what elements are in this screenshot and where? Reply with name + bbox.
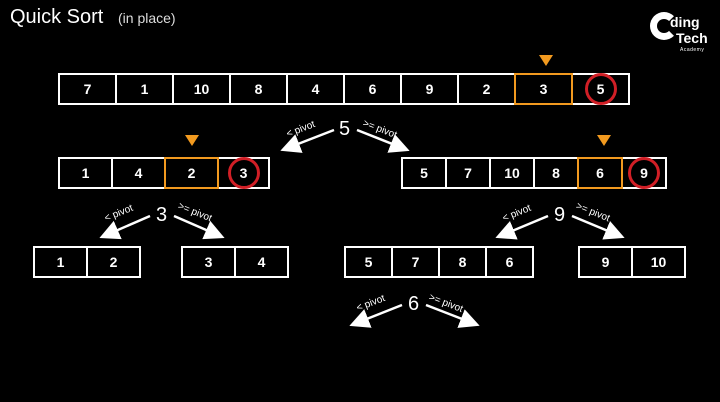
array-cell: 8 (438, 246, 487, 278)
left1-right-arrow (173, 214, 225, 240)
array-cell: 3 (181, 246, 236, 278)
partition-cell: 9 (621, 157, 667, 189)
left1-left-arrow (99, 214, 151, 240)
split-value-root: 5 (339, 118, 351, 140)
partition-value: 5 (596, 81, 605, 97)
array-cell: 10 (172, 73, 231, 105)
pivot-marker-icon (185, 135, 199, 146)
root-left-arrow (280, 128, 335, 153)
array-cell: 10 (631, 246, 686, 278)
array-cell: 8 (229, 73, 288, 105)
rl-left-arrow (349, 303, 403, 328)
array-cell: 1 (33, 246, 88, 278)
array-cell: 7 (445, 157, 491, 189)
pivot-marker-icon (539, 55, 553, 66)
logo-text-2: Tech (676, 30, 708, 46)
rl-right-arrow (425, 303, 480, 328)
array-cell: 4 (286, 73, 345, 105)
right1-right-arrow (571, 214, 625, 240)
split-value-rl: 6 (408, 293, 420, 315)
split-value-left1: 3 (156, 204, 168, 226)
page-subtitle: (in place) (118, 10, 176, 26)
array-rr: 9 10 (578, 246, 686, 278)
array-cell: 10 (489, 157, 535, 189)
array-cell: 9 (400, 73, 459, 105)
logo-text-3: Academy (680, 47, 705, 53)
right1-left-arrow (495, 214, 549, 240)
pivot-cell: 3 (514, 73, 573, 105)
array-cell: 5 (344, 246, 393, 278)
array-cell: 9 (578, 246, 633, 278)
partition-cell: 5 (571, 73, 630, 105)
page-title: Quick Sort (10, 6, 104, 28)
array-cell: 4 (234, 246, 289, 278)
partition-value: 3 (239, 165, 248, 181)
pivot-cell: 2 (164, 157, 219, 189)
array-left1: 1 4 2 3 (58, 157, 270, 189)
array-cell: 1 (58, 157, 113, 189)
array-cell: 2 (86, 246, 141, 278)
array-lr: 3 4 (181, 246, 289, 278)
split-value-right1: 9 (554, 204, 566, 226)
array-rl: 5 7 8 6 (344, 246, 534, 278)
array-right1: 5 7 10 8 6 9 (401, 157, 667, 189)
array-cell: 5 (401, 157, 447, 189)
root-right-arrow (356, 128, 410, 153)
array-cell: 6 (343, 73, 402, 105)
array-cell: 1 (115, 73, 174, 105)
pivot-cell: 6 (577, 157, 623, 189)
pivot-marker-icon (597, 135, 611, 146)
partition-cell: 3 (217, 157, 270, 189)
array-cell: 2 (457, 73, 516, 105)
array-cell: 6 (485, 246, 534, 278)
coding-tech-logo: ding Tech Academy (650, 10, 712, 56)
array-root: 7 1 10 8 4 6 9 2 3 5 (58, 73, 630, 105)
array-cell: 8 (533, 157, 579, 189)
array-ll: 1 2 (33, 246, 141, 278)
partition-value: 9 (640, 165, 648, 181)
array-cell: 4 (111, 157, 166, 189)
logo-c-shape (650, 12, 678, 40)
array-cell: 7 (391, 246, 440, 278)
logo-text-1: ding (670, 14, 700, 30)
array-cell: 7 (58, 73, 117, 105)
